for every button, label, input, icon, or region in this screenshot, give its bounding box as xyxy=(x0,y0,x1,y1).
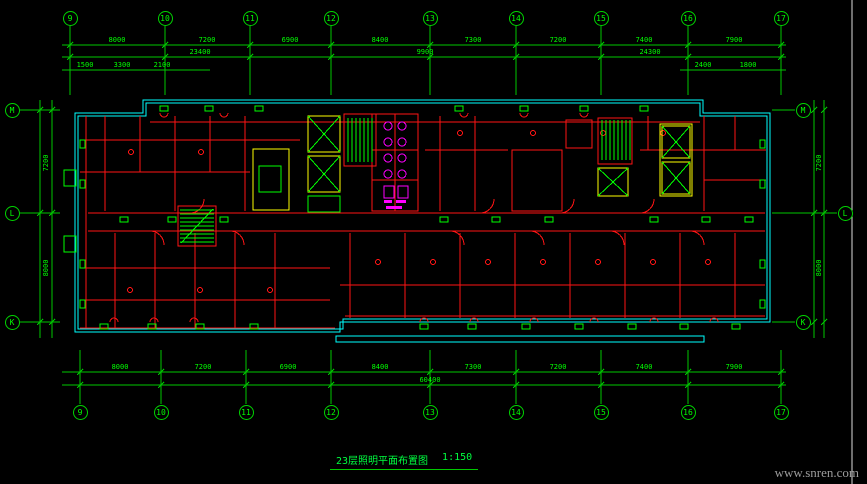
dimension-text: 6900 xyxy=(279,363,297,371)
dimension-text: 7200 xyxy=(549,363,567,371)
cores-layer xyxy=(252,115,693,211)
grid-axis-bubble-10: 10 xyxy=(153,404,169,420)
dimension-text: 23400 xyxy=(189,48,211,56)
dimension-text: 8000 xyxy=(111,363,129,371)
dimension-text: 7200 xyxy=(815,154,823,172)
dimension-text: 24300 xyxy=(639,48,661,56)
grid-axis-bubble-14: 14 xyxy=(508,404,524,420)
dimension-text: 2400 xyxy=(694,61,712,69)
grid-axis-bubble-17: 17 xyxy=(773,10,789,26)
drawing-scale: 1:150 xyxy=(442,452,473,463)
grid-axis-bubble-17: 17 xyxy=(773,404,789,420)
grid-axis-bubble-15: 15 xyxy=(593,10,609,26)
grid-axis-bubble-13: 13 xyxy=(422,404,438,420)
dimension-text: 8400 xyxy=(371,36,389,44)
grid-axis-bubble-K: K xyxy=(4,314,20,330)
dimension-text: 9900 xyxy=(416,48,434,56)
grid-axis-bubble-10: 10 xyxy=(157,10,173,26)
watermark: www.snren.com xyxy=(774,465,859,480)
dimension-layer xyxy=(20,26,837,404)
dimension-text: 7200 xyxy=(198,36,216,44)
dimension-text: 7200 xyxy=(42,154,50,172)
dimension-text: 6900 xyxy=(281,36,299,44)
dimension-text: 7300 xyxy=(464,363,482,371)
dimension-text: 7400 xyxy=(635,363,653,371)
grid-axis-bubble-9: 9 xyxy=(62,10,78,26)
grid-axis-bubble-M: M xyxy=(795,102,811,118)
grid-axis-bubble-K: K xyxy=(795,314,811,330)
dimension-text: 8000 xyxy=(815,259,823,277)
dimension-text: 8000 xyxy=(108,36,126,44)
grid-axis-bubble-13: 13 xyxy=(422,10,438,26)
grid-axis-bubble-15: 15 xyxy=(593,404,609,420)
drawing-title: 23层照明平面布置图 xyxy=(336,456,429,467)
grid-axis-bubble-11: 11 xyxy=(238,404,254,420)
dimension-text: 1500 xyxy=(76,61,94,69)
dimension-text: 3300 xyxy=(113,61,131,69)
wiring-layer xyxy=(80,112,766,329)
grid-axis-bubble-16: 16 xyxy=(680,404,696,420)
grid-axis-bubble-16: 16 xyxy=(680,10,696,26)
dimension-text: 1800 xyxy=(739,61,757,69)
dimension-text: 7900 xyxy=(725,363,743,371)
grid-axis-bubble-14: 14 xyxy=(508,10,524,26)
stairs-layer xyxy=(180,115,691,244)
dimension-text: 7200 xyxy=(194,363,212,371)
grid-axis-bubble-12: 12 xyxy=(323,10,339,26)
dimension-text: 2100 xyxy=(153,61,171,69)
dimension-text: 7900 xyxy=(725,36,743,44)
dimension-text: 7300 xyxy=(464,36,482,44)
dimension-text: 7200 xyxy=(549,36,567,44)
dimension-text: 60400 xyxy=(419,376,441,384)
title-block: 23层照明平面布置图 1:150 xyxy=(330,452,479,470)
grid-axis-bubble-12: 12 xyxy=(323,404,339,420)
grid-axis-bubble-L: L xyxy=(837,205,853,221)
grid-axis-bubble-9: 9 xyxy=(72,404,88,420)
dimension-text: 7400 xyxy=(635,36,653,44)
sanitary-layer xyxy=(383,121,409,209)
equipment-layer xyxy=(63,105,766,330)
dimension-text: 8000 xyxy=(42,259,50,277)
grid-axis-bubble-L: L xyxy=(4,205,20,221)
grid-axis-bubble-M: M xyxy=(4,102,20,118)
grid-axis-bubble-11: 11 xyxy=(242,10,258,26)
dimension-text: 8400 xyxy=(371,363,389,371)
